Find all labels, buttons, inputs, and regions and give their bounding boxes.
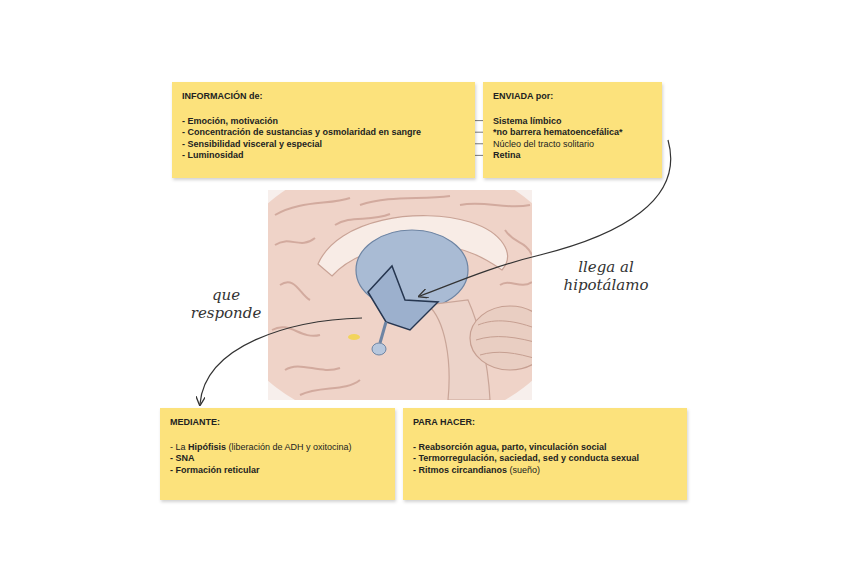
handwritten-note: que responde bbox=[186, 286, 266, 322]
text-row: - Termorregulación, saciedad, sed y cond… bbox=[413, 453, 677, 465]
list-item: (sueño) bbox=[510, 465, 541, 475]
sticky-note-box: INFORMACIÓN de: - Emoción, motivación- Co… bbox=[172, 82, 475, 178]
list-item: - Emoción, motivación bbox=[182, 116, 278, 126]
list-item: - La bbox=[170, 442, 186, 452]
text-row: *no barrera hematoencefálica* bbox=[493, 127, 652, 139]
list-item: - Sensibilidad visceral y especial bbox=[182, 139, 322, 149]
handwritten-note: llega al hipotálamo bbox=[556, 258, 656, 294]
text-row: Retina bbox=[493, 150, 652, 162]
text-row: INFORMACIÓN de: bbox=[182, 91, 465, 103]
text-row: MEDIANTE: bbox=[170, 417, 385, 429]
brain-sagittal bbox=[268, 190, 532, 400]
list-item: Núcleo del tracto solitario bbox=[493, 139, 594, 149]
box-heading: INFORMACIÓN de: bbox=[182, 91, 263, 101]
list-item: Hipófisis bbox=[188, 442, 226, 452]
sticky-note-box: MEDIANTE: - LaHipófisis(liberación de ADH… bbox=[160, 408, 395, 500]
text-row: - Concentración de sustancias y osmolari… bbox=[182, 127, 465, 139]
list-item: - Ritmos circandianos bbox=[413, 465, 507, 475]
text-row: Sistema límbico bbox=[493, 116, 652, 128]
text-row: - Sensibilidad visceral y especial bbox=[182, 139, 465, 151]
list-item: - SNA bbox=[170, 453, 195, 463]
list-item: Retina bbox=[493, 150, 521, 160]
list-item: - Luminosidad bbox=[182, 150, 244, 160]
text-row: - SNA bbox=[170, 453, 385, 465]
text-row: PARA HACER: bbox=[413, 417, 677, 429]
list-item: - Reabsorción agua, parto, vinculación s… bbox=[413, 442, 607, 452]
text-row: - Ritmos circandianos(sueño) bbox=[413, 465, 677, 477]
box-heading: PARA HACER: bbox=[413, 417, 475, 427]
text-row: - Reabsorción agua, parto, vinculación s… bbox=[413, 442, 677, 454]
box-heading: MEDIANTE: bbox=[170, 417, 220, 427]
text-row: - LaHipófisis(liberación de ADH y oxitoc… bbox=[170, 442, 385, 454]
list-item: - Termorregulación, saciedad, sed y cond… bbox=[413, 453, 639, 463]
sticky-note-box: PARA HACER: - Reabsorción agua, parto, vi… bbox=[403, 408, 687, 500]
text-row: - Luminosidad bbox=[182, 150, 465, 162]
text-row: - Formación reticular bbox=[170, 465, 385, 477]
list-item: - Formación reticular bbox=[170, 465, 260, 475]
list-item: Sistema límbico bbox=[493, 116, 562, 126]
list-item: (liberación de ADH y oxitocina) bbox=[229, 442, 352, 452]
list-item: *no barrera hematoencefálica* bbox=[493, 127, 623, 137]
text-row: Núcleo del tracto solitario bbox=[493, 139, 652, 151]
sticky-note-box: ENVIADA por: Sistema límbico*no barrera h… bbox=[483, 82, 662, 178]
list-item: - Concentración de sustancias y osmolari… bbox=[182, 127, 421, 137]
text-row: - Emoción, motivación bbox=[182, 116, 465, 128]
box-heading: ENVIADA por: bbox=[493, 91, 553, 101]
text-row: ENVIADA por: bbox=[493, 91, 652, 103]
handdrawn-arrow bbox=[200, 318, 362, 404]
